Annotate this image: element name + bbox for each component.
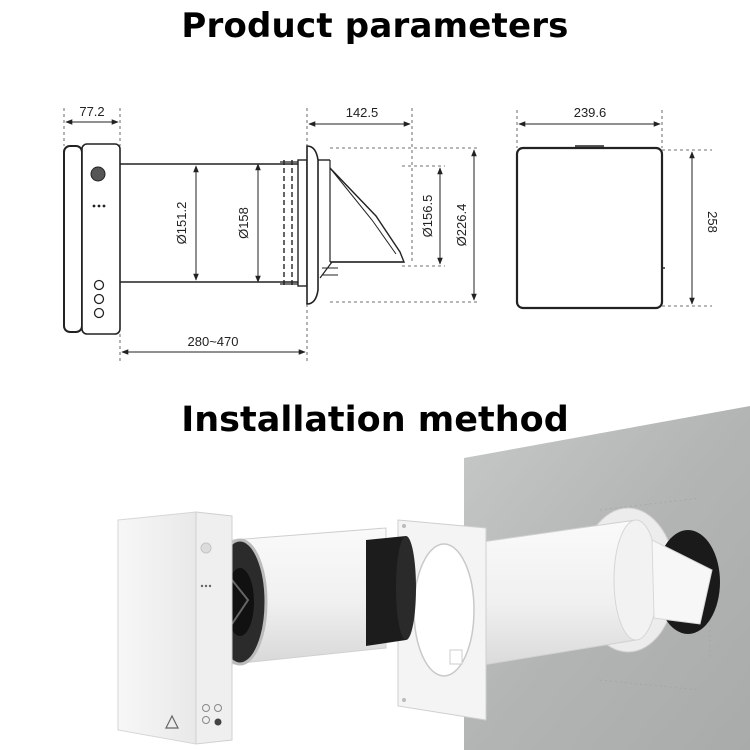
button-icon: [214, 704, 222, 712]
product-parameters-title: Product parameters: [181, 6, 569, 46]
tube-outer-diameter-label: Ø158: [236, 207, 251, 239]
tube-seal-ring: [366, 536, 406, 646]
outer-hood-opening: [656, 530, 720, 634]
main-tube: [439, 519, 637, 673]
button-icon: [93, 279, 105, 291]
indoor-panel-body: [195, 511, 233, 745]
button-icon: [93, 293, 105, 305]
wall-section: [464, 406, 750, 750]
side-view: [63, 143, 406, 335]
mounting-plate: [397, 519, 487, 721]
panel-height-label: 258: [705, 211, 720, 233]
front-view: [515, 145, 665, 310]
power-button-icon: [214, 718, 222, 726]
installation-method-title: Installation method: [181, 400, 569, 440]
panel-body-side: [81, 143, 121, 335]
brand-logo-icon: [165, 714, 179, 729]
indoor-panel-cover: [117, 511, 211, 745]
outer-hood: [651, 539, 713, 625]
tube-inner-diameter-label: Ø151.2: [174, 202, 189, 245]
outer-flange: [579, 507, 677, 653]
button-icon: [93, 307, 105, 319]
dimension-drawing: 77.2 280~470 142.5 Ø151.2 Ø158 Ø156.5 Ø2…: [63, 104, 720, 362]
hood-length-label: 142.5: [346, 105, 379, 120]
fan-unit: [212, 538, 268, 666]
panel-depth-label: 77.2: [79, 104, 104, 119]
panel-cover-side: [63, 145, 83, 333]
hood-flange: [306, 145, 319, 305]
button-icon: [202, 704, 210, 712]
hood-flange-diameter-label: Ø226.4: [454, 204, 469, 247]
sensor-icon: [200, 542, 212, 554]
tube-length-label: 280~470: [188, 334, 239, 349]
sensor-icon: [90, 166, 106, 182]
panel-front: [515, 146, 664, 310]
hood-inner-diameter-label: Ø156.5: [420, 195, 435, 238]
inner-tube: [231, 527, 387, 665]
button-icon: [202, 716, 210, 724]
panel-width-label: 239.6: [574, 105, 607, 120]
mounting-ring: [413, 543, 475, 677]
